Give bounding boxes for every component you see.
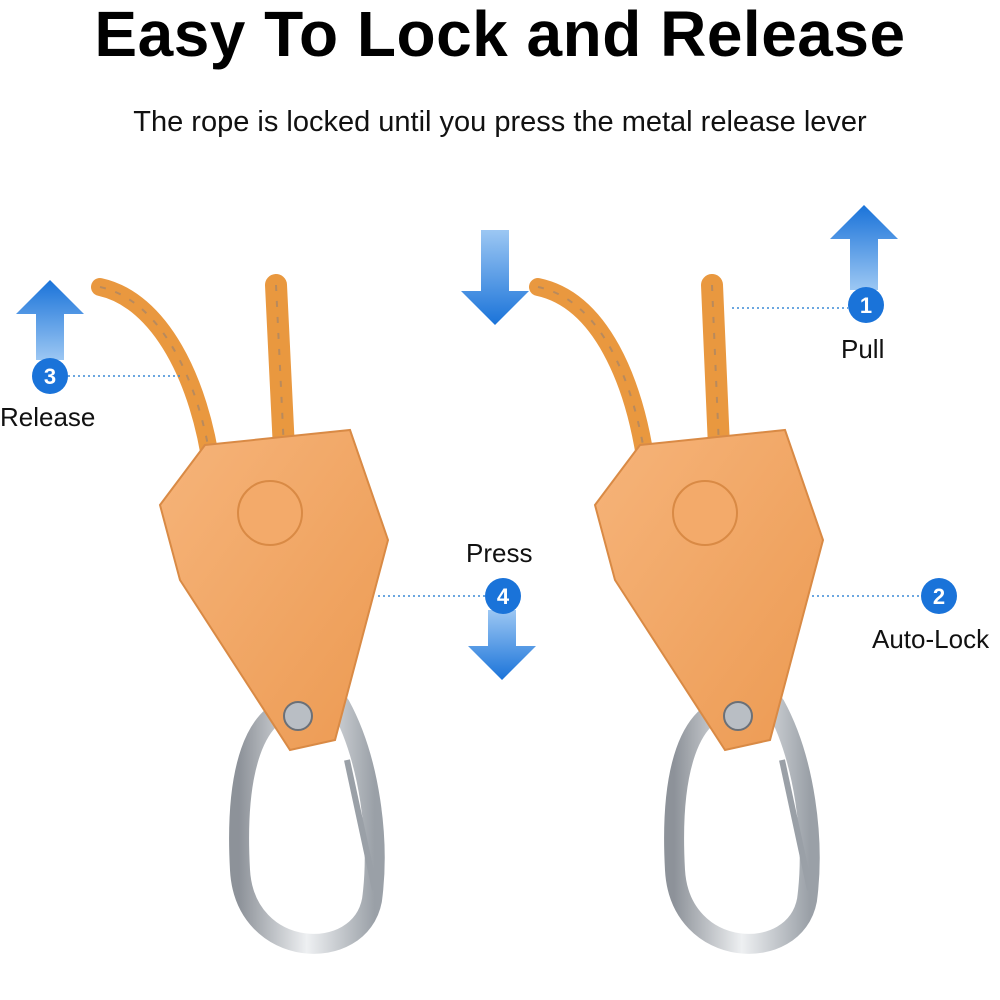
left-rope-loose: [91, 278, 221, 479]
step-badge-4: 4: [485, 578, 521, 614]
step-badge-3: 3: [32, 358, 68, 394]
badge-number-2: 2: [933, 584, 945, 609]
arrow-down-icon: [461, 230, 529, 325]
left-hanger-body: [158, 428, 390, 752]
right-carabiner: [664, 694, 820, 954]
step-label-auto-lock: Auto-Lock: [872, 624, 990, 654]
arrow-up-icon: [16, 280, 84, 360]
badge-number-4: 4: [497, 584, 510, 609]
left-rivet: [283, 701, 313, 731]
step-label-pull: Pull: [841, 334, 885, 364]
right-rope-loose: [529, 278, 656, 479]
right-rivet: [723, 701, 753, 731]
step-label-release: Release: [0, 402, 96, 432]
right-pivot-button: [672, 480, 738, 546]
badge-number-3: 3: [44, 364, 56, 389]
left-carabiner: [229, 694, 385, 954]
arrow-down-icon: [468, 610, 536, 680]
step-badge-1: 1: [848, 287, 884, 323]
badge-number-1: 1: [860, 293, 872, 318]
right-hanger: [529, 274, 825, 954]
page-title: Easy To Lock and Release: [94, 0, 906, 70]
step-label-press: Press: [466, 538, 533, 568]
left-pivot-button: [237, 480, 303, 546]
arrow-up-icon: [830, 205, 898, 290]
right-hanger-body: [593, 428, 825, 752]
left-hanger: [91, 274, 390, 954]
page-subtitle: The rope is locked until you press the m…: [133, 106, 867, 138]
step-badge-2: 2: [921, 578, 957, 614]
